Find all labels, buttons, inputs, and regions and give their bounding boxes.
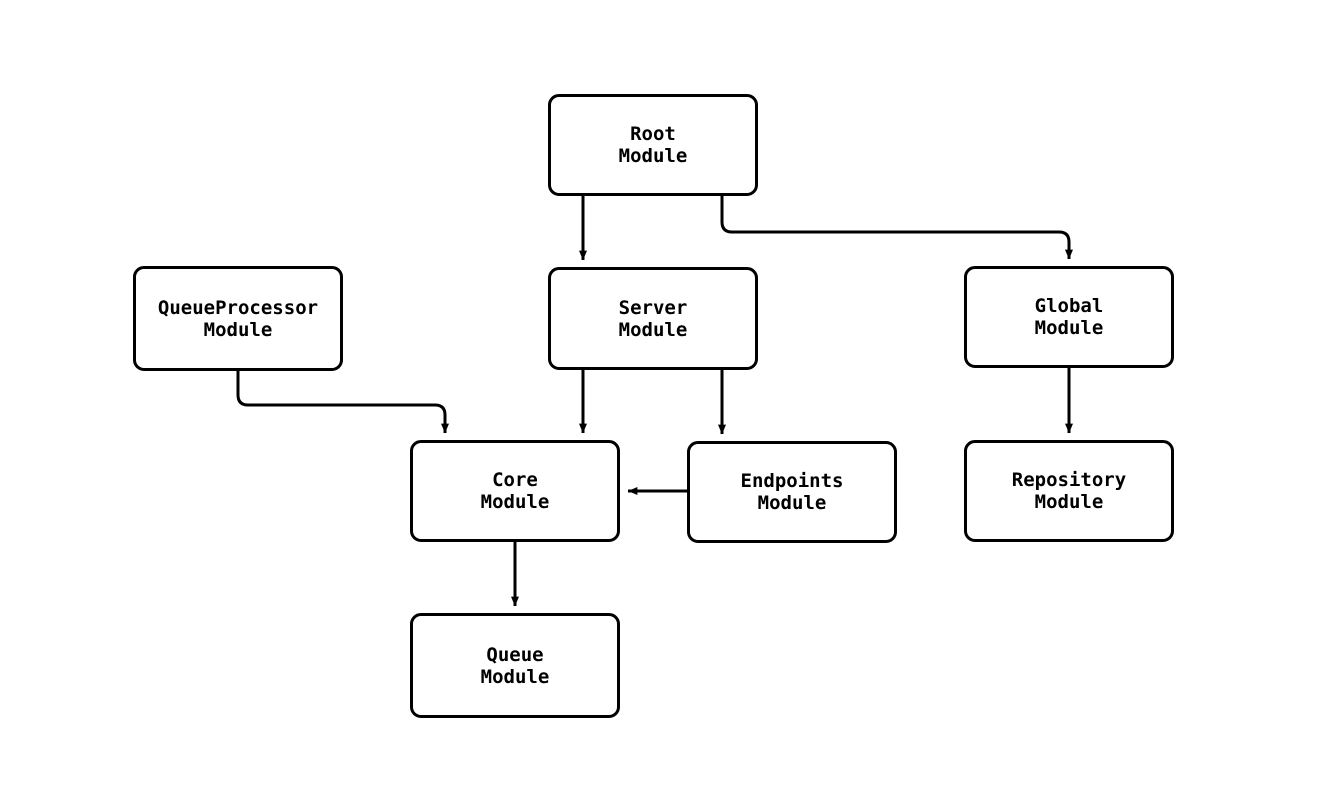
- node-root-module-line1: Root: [630, 123, 676, 145]
- node-repository-module[interactable]: Repository Module: [964, 440, 1174, 542]
- node-repository-module-line1: Repository: [1011, 469, 1127, 491]
- node-endpoints-module-line2: Module: [757, 492, 827, 514]
- node-queueprocessor-module-line2: Module: [203, 318, 273, 341]
- node-queueprocessor-module[interactable]: QueueProcessor Module: [133, 266, 343, 371]
- edge-root-to-global: [720, 196, 1073, 260]
- node-queue-module-line2: Module: [480, 665, 550, 688]
- node-server-module-line1: Server: [618, 296, 688, 319]
- node-core-module[interactable]: Core Module: [410, 440, 620, 542]
- node-queue-module-line1: Queue: [486, 643, 544, 666]
- node-queueprocessor-module-line1: QueueProcessor: [157, 296, 319, 319]
- node-repository-module-line2: Module: [1034, 491, 1104, 513]
- node-global-module[interactable]: Global Module: [964, 266, 1174, 368]
- node-queue-module[interactable]: Queue Module: [410, 613, 620, 718]
- node-endpoints-module-line1: Endpoints: [740, 470, 844, 492]
- node-endpoints-module[interactable]: Endpoints Module: [687, 441, 897, 543]
- node-server-module[interactable]: Server Module: [548, 267, 758, 370]
- node-global-module-line2: Module: [1034, 317, 1104, 339]
- edge-queueprocessor-to-core: [236, 371, 449, 434]
- node-root-module-line2: Module: [618, 145, 688, 167]
- node-core-module-line1: Core: [492, 469, 538, 491]
- node-server-module-line2: Module: [618, 318, 688, 341]
- node-global-module-line1: Global: [1034, 295, 1104, 317]
- node-root-module[interactable]: Root Module: [548, 94, 758, 196]
- node-core-module-line2: Module: [480, 491, 550, 513]
